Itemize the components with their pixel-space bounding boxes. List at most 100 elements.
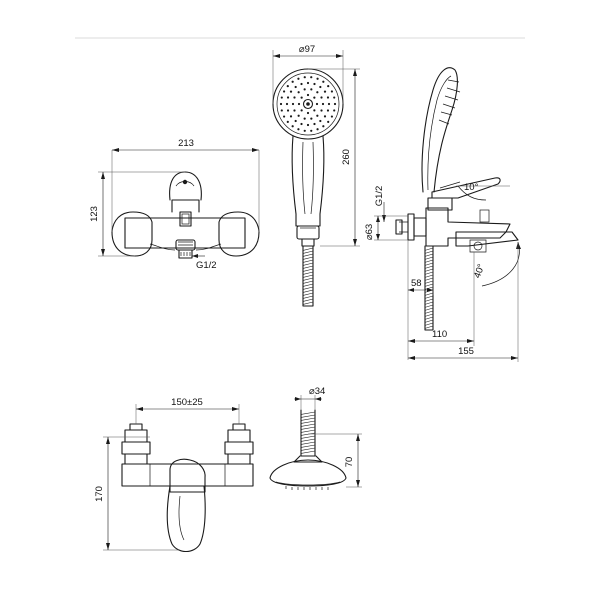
nozzle-dot xyxy=(330,90,334,93)
hose-hatch-line xyxy=(302,301,314,305)
hose-hatch-line xyxy=(424,301,434,305)
nozzle-dot xyxy=(294,85,297,89)
nozzle-dot xyxy=(315,102,319,106)
nozzle-dot xyxy=(293,109,296,112)
hose-hatch-line xyxy=(424,307,434,311)
hose-hatch-line xyxy=(300,429,316,433)
nozzle-dot xyxy=(323,115,327,118)
nozzle-dot xyxy=(320,96,323,99)
hose-hatch-line xyxy=(302,250,314,254)
nozzle-dot xyxy=(333,102,337,106)
spout-angle-label: 40° xyxy=(472,262,487,279)
nozzle-dot xyxy=(310,129,313,132)
nozzle-dot xyxy=(326,109,330,112)
nozzle-dot xyxy=(280,109,283,112)
nozzle-dot xyxy=(319,85,322,89)
hose-hatch-line xyxy=(424,325,434,329)
nozzle-dot xyxy=(300,109,303,112)
nozzle-dot xyxy=(316,114,319,117)
nozzle-dot xyxy=(321,102,325,106)
hose-hatch-line xyxy=(302,259,314,263)
nozzle-dot xyxy=(306,93,310,97)
hand-shower-length-label: 260 xyxy=(341,149,352,165)
hose-hatch-line xyxy=(302,298,314,302)
nozzle-dot xyxy=(300,96,303,99)
nozzle-dot xyxy=(310,88,313,91)
hose-hatch-line xyxy=(424,280,434,284)
hose-hatch-line xyxy=(424,286,434,290)
nozzle-dot xyxy=(289,90,293,93)
hose-hatch-line xyxy=(300,441,316,445)
hose-hatch-line xyxy=(424,256,434,260)
hose-hatch-line xyxy=(424,316,434,320)
side-diameter-label: ⌀63 xyxy=(364,224,375,240)
hose-hatch-line xyxy=(424,283,434,287)
hose-hatch-line xyxy=(424,277,434,281)
front-height-label: 123 xyxy=(89,206,100,222)
nozzle-dot xyxy=(303,117,306,120)
hose-hatch-line xyxy=(424,295,434,299)
nozzle-dot xyxy=(313,82,316,86)
nozzle-dot xyxy=(330,115,334,118)
nozzle-dot xyxy=(320,109,323,112)
nozzle-dot xyxy=(316,77,319,80)
nozzle-dot xyxy=(322,80,325,83)
hose-hatch-line xyxy=(424,268,434,272)
nozzle-dot xyxy=(286,109,290,112)
hose-hatch-line xyxy=(302,286,314,290)
hose-hatch-line xyxy=(424,262,434,266)
hose-hatch-line xyxy=(424,274,434,278)
hose-hatch-line xyxy=(302,253,314,257)
hose-hatch-line xyxy=(424,310,434,314)
nozzle-dot xyxy=(297,91,300,94)
nozzle-dot xyxy=(306,123,310,127)
front-connection-label: G1/2 xyxy=(196,260,217,271)
nozzle-dot xyxy=(310,76,313,79)
hand-shower-view: ⌀97 260 xyxy=(272,44,360,307)
hose-hatch-line xyxy=(424,271,434,275)
nozzle-dot xyxy=(303,88,306,91)
hose-hatch-line xyxy=(300,447,316,451)
hose-hatch-line xyxy=(424,319,434,323)
side-110-label: 110 xyxy=(432,329,447,340)
nozzle-dot xyxy=(316,128,319,131)
nozzle-dot xyxy=(333,109,336,112)
side-58-label: 58 xyxy=(411,278,422,289)
hose-hatch-line xyxy=(302,289,314,293)
nozzle-dot xyxy=(297,114,300,117)
nozzle-dot xyxy=(322,125,325,128)
hose-hatch-line xyxy=(300,426,316,430)
side-view: G1/2 ⌀63 10° 40° 58 110 155 xyxy=(364,67,521,362)
nozzle-dot xyxy=(326,96,330,99)
hose-hatch-line xyxy=(424,313,434,317)
nozzle-dot xyxy=(319,119,322,123)
head-top-height-label: 70 xyxy=(344,457,355,468)
hose-hatch-line xyxy=(302,271,314,275)
nozzle-dot xyxy=(306,81,310,85)
front-width-label: 213 xyxy=(178,138,194,149)
hose-hatch-line xyxy=(424,292,434,296)
hose-hatch-line xyxy=(300,414,316,418)
nozzle-dot xyxy=(291,80,294,83)
hose-hatch-line xyxy=(300,420,316,424)
hose-hatch-line xyxy=(302,292,314,296)
hose-hatch-line xyxy=(302,280,314,284)
hose-hatch-line xyxy=(424,259,434,263)
side-155-label: 155 xyxy=(458,346,474,357)
hose-hatch-line xyxy=(302,247,314,251)
nozzle-dot xyxy=(300,82,303,86)
top-spacing-label: 150±25 xyxy=(171,397,203,408)
top-view: 150±25 170 xyxy=(94,397,254,553)
nozzle-dot xyxy=(286,120,289,123)
top-height-label: 170 xyxy=(94,486,105,502)
nozzle-dot xyxy=(280,96,283,99)
nozzle-dot xyxy=(289,115,293,118)
hose-hatch-line xyxy=(424,304,434,308)
head-top-view: ⌀34 70 xyxy=(269,386,362,490)
nozzle-dot xyxy=(294,119,297,123)
nozzle-dot xyxy=(286,96,290,99)
nozzle-dot xyxy=(286,85,289,88)
nozzle-dot xyxy=(282,90,286,93)
side-connection-label: G1/2 xyxy=(374,186,385,207)
